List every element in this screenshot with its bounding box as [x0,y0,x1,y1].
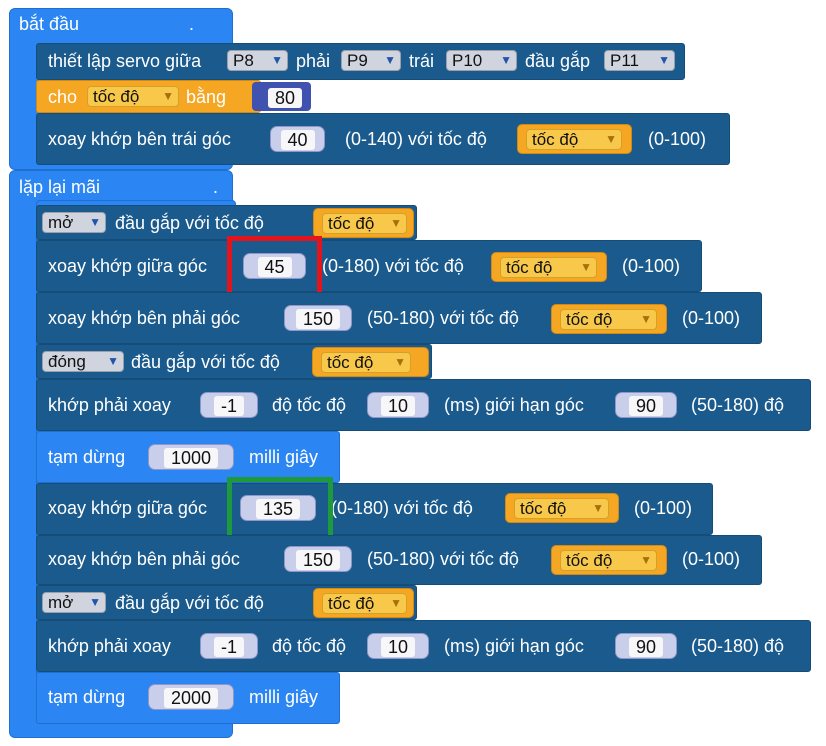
joint-rotate-label: khớp phải xoay [48,395,171,415]
wait-ms-input[interactable]: 2000 [148,684,234,710]
chevron-down-icon: ▼ [592,501,604,515]
gripper-label: đầu gắp [525,51,591,71]
red-highlight-box [227,236,322,298]
joint-speed-input[interactable]: 10 [367,633,429,659]
joint-speed-input[interactable]: 10 [367,392,429,418]
wait-label: tạm dừng [48,687,126,707]
chevron-down-icon: ▼ [107,354,119,368]
chevron-down-icon: ▼ [640,312,652,326]
rotate-middle-label: xoay khớp giữa góc [48,498,207,518]
rotate-middle-label: xoay khớp giữa góc [48,256,207,276]
speed-variable-socket[interactable]: tốc độ▼ [551,304,667,334]
speed-range-label: (0-100) [622,256,681,276]
right-angle-input[interactable]: 150 [284,546,352,572]
speed-variable-socket[interactable]: tốc độ▼ [313,208,414,238]
joint-limit-range: (50-180) độ [691,395,785,415]
speed-value-input[interactable]: 80 [265,84,305,108]
left-angle-input[interactable]: 40 [270,126,325,152]
chevron-down-icon: ▼ [640,553,652,567]
rotate-right-label: xoay khớp bên phải góc [48,308,240,328]
loop-label: lặp lại mãi [19,177,101,197]
green-highlight-box [227,477,333,540]
pin-gripper-dropdown[interactable]: P11▼ [604,50,675,71]
right-label: phải [296,51,331,71]
speed-range-label: (0-100) [682,308,741,328]
middle-angle-input[interactable]: 135 [240,495,316,521]
gripper-speed-label: đầu gắp với tốc độ [115,213,264,233]
speed-variable-socket[interactable]: tốc độ▼ [505,493,619,523]
chevron-down-icon: ▼ [89,215,101,229]
chevron-down-icon: ▼ [390,596,402,610]
gripper-speed-label: đầu gắp với tốc độ [131,352,280,372]
variable-dropdown[interactable]: tốc độ▼ [87,86,179,107]
joint-limit-input[interactable]: 90 [615,392,677,418]
loop-dot: . [213,177,219,197]
joint-limit-range: (50-180) độ [691,636,785,656]
joint-speed-label: độ tốc độ [272,636,347,656]
right-angle-input[interactable]: 150 [284,305,352,331]
middle-range-label: (0-180) với tốc độ [331,498,473,518]
gripper-speed-label: đầu gắp với tốc độ [115,593,264,613]
gripper-action-dropdown[interactable]: mở▼ [42,212,106,233]
chevron-down-icon: ▼ [580,260,592,274]
middle-angle-input[interactable]: 45 [243,253,306,279]
equals-label: bằng [186,87,227,107]
rotate-left-label: xoay khớp bên trái góc [48,129,231,149]
chevron-down-icon: ▼ [390,216,402,230]
setup-servo-label: thiết lập servo giữa [48,51,202,71]
gripper-action-dropdown[interactable]: đóng▼ [42,351,124,372]
gripper-action-dropdown[interactable]: mở▼ [42,592,106,613]
chevron-down-icon: ▼ [658,53,670,67]
joint-rotate-label: khớp phải xoay [48,636,171,656]
chevron-down-icon: ▼ [394,355,406,369]
joint-speed-label: độ tốc độ [272,395,347,415]
speed-variable-socket[interactable]: tốc độ▼ [517,124,632,154]
pin-left-dropdown[interactable]: P10▼ [446,50,517,71]
chevron-down-icon: ▼ [384,53,396,67]
chevron-down-icon: ▼ [271,53,283,67]
pin-middle-dropdown[interactable]: P8▼ [227,50,288,71]
joint-limit-input[interactable]: 90 [615,633,677,659]
step-input[interactable]: -1 [200,633,258,659]
right-range-label: (50-180) với tốc độ [367,549,519,569]
start-dot: . [189,14,195,34]
wait-unit-label: milli giây [249,447,319,467]
speed-range-label: (0-100) [682,549,741,569]
speed-variable-socket[interactable]: tốc độ▼ [313,588,414,618]
joint-limit-label: (ms) giới hạn góc [444,636,584,656]
step-input[interactable]: -1 [200,392,258,418]
set-label: cho [48,87,78,107]
speed-variable-socket[interactable]: tốc độ▼ [312,347,429,377]
speed-range-label: (0-100) [634,498,693,518]
joint-limit-label: (ms) giới hạn góc [444,395,584,415]
chevron-down-icon: ▼ [605,132,617,146]
right-range-label: (50-180) với tốc độ [367,308,519,328]
chevron-down-icon: ▼ [162,89,174,103]
chevron-down-icon: ▼ [500,53,512,67]
middle-range-label: (0-180) với tốc độ [322,256,464,276]
chevron-down-icon: ▼ [89,595,101,609]
speed-variable-socket[interactable]: tốc độ▼ [551,545,667,575]
wait-ms-input[interactable]: 1000 [148,444,234,470]
speed-range-label: (0-100) [648,129,707,149]
wait-label: tạm dừng [48,447,126,467]
pin-right-dropdown[interactable]: P9▼ [341,50,401,71]
speed-variable-socket[interactable]: tốc độ▼ [491,252,607,282]
wait-unit-label: milli giây [249,687,319,707]
left-label: trái [409,51,435,71]
rotate-right-label: xoay khớp bên phải góc [48,549,240,569]
left-range-label: (0-140) với tốc độ [345,129,487,149]
start-label: bắt đầu [19,14,80,34]
